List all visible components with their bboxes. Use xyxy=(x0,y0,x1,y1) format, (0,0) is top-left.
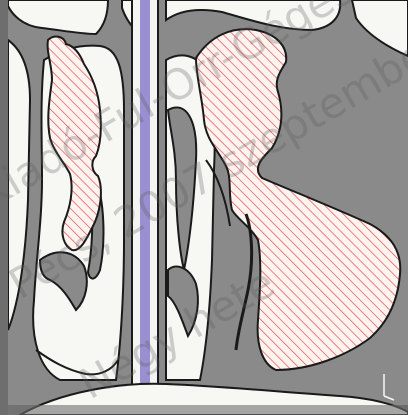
bottom-border-strip xyxy=(0,405,408,415)
